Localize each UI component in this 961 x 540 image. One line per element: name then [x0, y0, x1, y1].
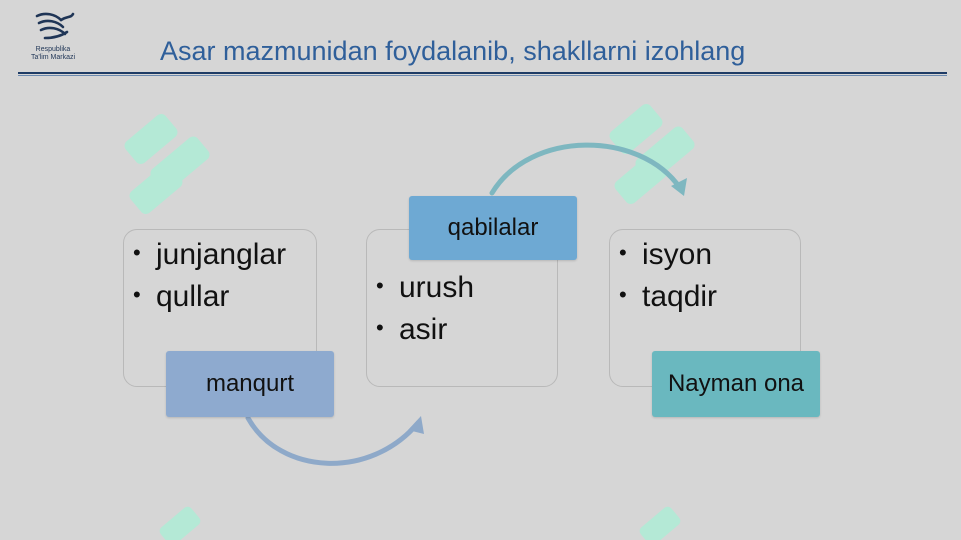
slide-title: Asar mazmunidan foydalanib, shakllarni i… [160, 36, 746, 66]
watermark-logo-right [609, 104, 695, 204]
list-item: •asir [376, 313, 448, 346]
watermark-logo-bottom [159, 506, 681, 540]
tag-manqurt: manqurt [166, 351, 334, 417]
card-qabilalar-list: •urush •asir [372, 267, 474, 351]
list-item: •junjanglar [133, 238, 287, 271]
card-nayman-ona-list: •isyon •taqdir [615, 234, 717, 318]
organization-logo: Respublika Ta'lim Markazi [22, 8, 84, 62]
card-manqurt-list: •junjanglar •qullar [129, 234, 286, 318]
arrow-top-head [671, 178, 687, 196]
list-item: •isyon [619, 238, 713, 271]
logo-line-1: Respublika [35, 46, 71, 53]
list-item: •qullar [133, 280, 230, 313]
title-underline [18, 72, 947, 74]
list-item: •taqdir [619, 280, 718, 313]
arrow-bottom-curve [245, 415, 421, 466]
tag-qabilalar: qabilalar [409, 196, 577, 260]
list-item: •urush [376, 271, 475, 304]
title-underline-thin [18, 75, 947, 76]
arrow-bottom-head [408, 416, 424, 434]
logo-line-2: Ta'lim Markazi [30, 54, 76, 61]
tag-nayman-ona: Nayman ona [652, 351, 820, 417]
bird-emblem-icon [35, 12, 75, 40]
watermark-logo-left [124, 114, 210, 214]
arrow-top-curve [489, 142, 683, 196]
